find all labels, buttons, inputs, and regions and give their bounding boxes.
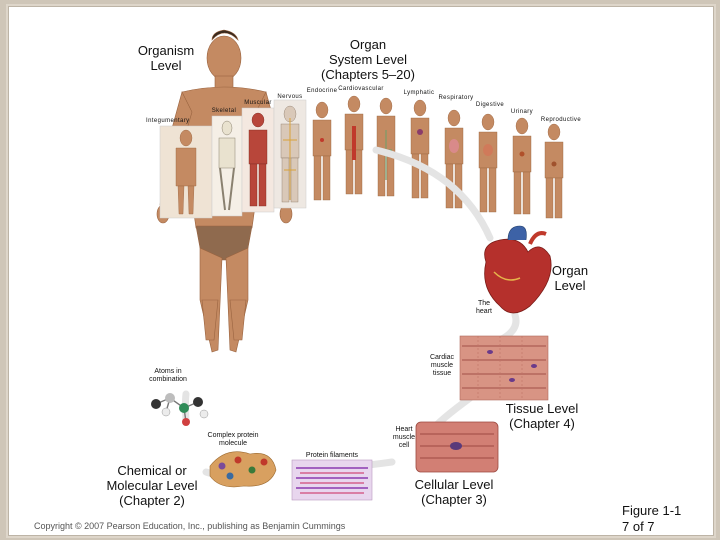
cardiac-tissue-label: Cardiac muscle tissue (429, 354, 455, 378)
system-label-integumentary: Integumentary (146, 118, 190, 124)
system-label-cardiovascular: Cardiovascular (338, 86, 384, 92)
heart-cell-label: Heart muscle cell (392, 426, 416, 450)
organ-system-figures (159, 95, 564, 219)
heart-cell-image (415, 421, 499, 473)
slide-frame (8, 6, 714, 536)
system-label-skeletal: Skeletal (211, 108, 237, 114)
organism-level-label: Organism Level (137, 43, 195, 73)
complex-protein-label: Complex protein molecule (207, 432, 259, 448)
system-label-urinary: Urinary (510, 109, 534, 115)
system-label-nervous: Nervous (277, 94, 303, 100)
cardiac-tissue-image (459, 335, 549, 401)
organ-system-level-label: Organ System Level (Chapters 5–20) (321, 37, 415, 82)
heart-label: The heart (476, 300, 492, 316)
system-label-lymphatic: Lymphatic (403, 90, 435, 96)
tissue-level-label: Tissue Level (Chapter 4) (505, 401, 579, 431)
system-label-reproductive: Reproductive (540, 117, 582, 123)
complex-protein-image (209, 451, 277, 488)
system-label-endocrine: Endocrine (306, 88, 338, 94)
system-label-digestive: Digestive (475, 102, 505, 108)
organ-level-label: Organ Level (551, 263, 589, 293)
cellular-level-label: Cellular Level (Chapter 3) (414, 477, 494, 507)
protein-filaments-image (291, 459, 373, 501)
figure-number: Figure 1-1 7 of 7 (622, 503, 682, 534)
chemical-level-label: Chemical or Molecular Level (Chapter 2) (106, 463, 198, 508)
protein-filaments-label: Protein filaments (305, 452, 359, 459)
copyright-text: Copyright © 2007 Pearson Education, Inc.… (34, 521, 346, 531)
heart-image (484, 225, 552, 314)
atoms-label: Atoms in combination (149, 368, 187, 384)
system-label-respiratory: Respiratory (438, 95, 474, 101)
atoms-image (151, 393, 209, 426)
system-label-muscular: Muscular (244, 100, 272, 106)
